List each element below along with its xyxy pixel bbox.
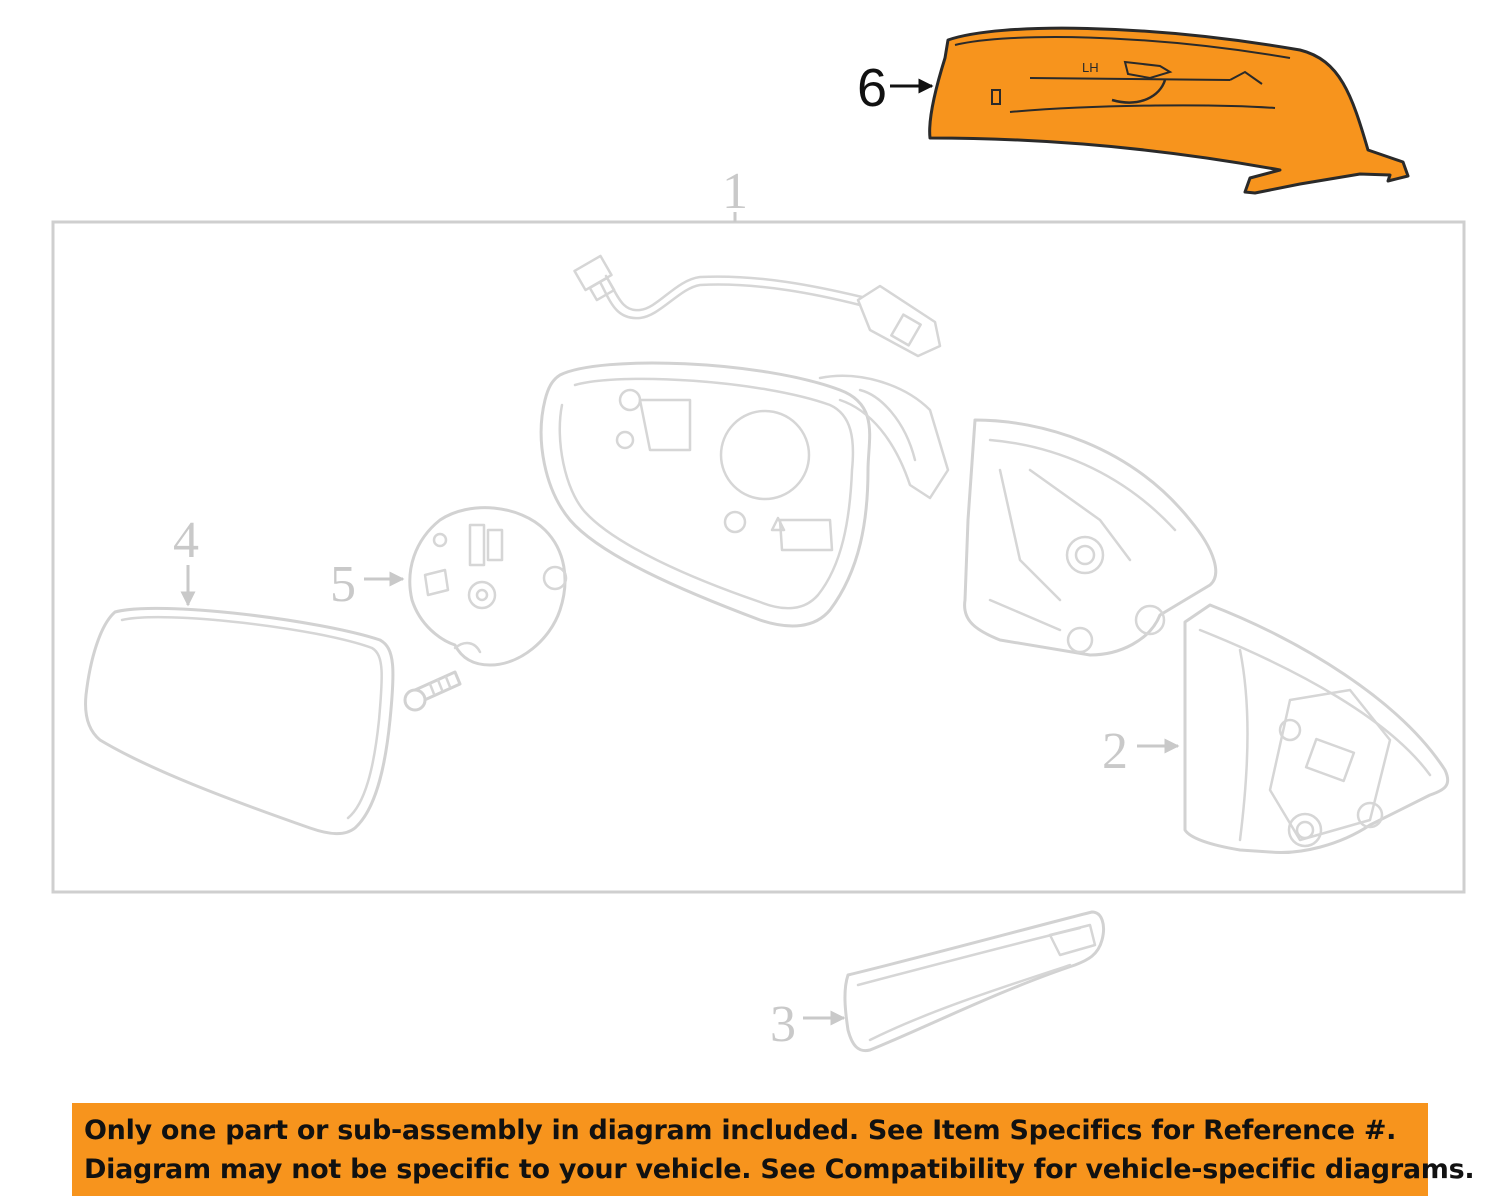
disclaimer-banner: Only one part or sub-assembly in diagram… xyxy=(72,1103,1475,1196)
callout-6: 6 xyxy=(857,58,887,118)
assembly-frame xyxy=(51,220,1466,894)
callout-4: 4 xyxy=(173,512,199,569)
mirror-housing xyxy=(539,361,950,628)
part-2-back-cover xyxy=(1183,603,1450,854)
callout-2: 2 xyxy=(1102,723,1128,780)
part-3-turn-signal-lamp xyxy=(843,910,1106,1053)
part-4-mirror-glass xyxy=(84,606,395,836)
part-6-mirror-cover: LH xyxy=(928,26,1410,195)
side-marking: LH xyxy=(1082,60,1099,75)
part-5-actuator-plate xyxy=(408,506,568,667)
screw xyxy=(403,670,462,712)
disclaimer-line-1: Only one part or sub-assembly in diagram… xyxy=(84,1115,1397,1146)
disclaimer-line-2: Diagram may not be specific to your vehi… xyxy=(84,1154,1475,1185)
callout-1: 1 xyxy=(722,163,748,220)
callout-5: 5 xyxy=(330,556,356,613)
outer-shell xyxy=(963,418,1218,657)
callout-3: 3 xyxy=(770,996,796,1053)
wiring-harness xyxy=(573,254,942,358)
